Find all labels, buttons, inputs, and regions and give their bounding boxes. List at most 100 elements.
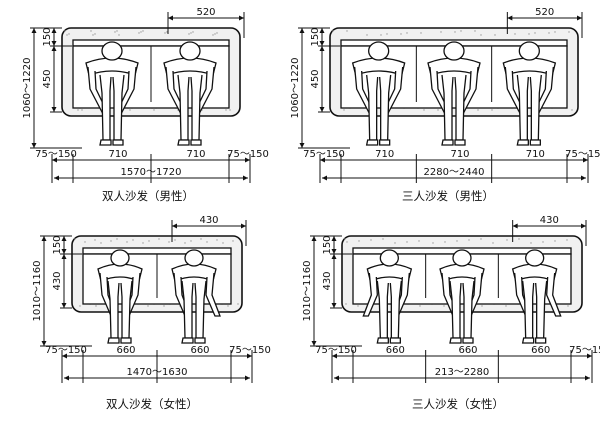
bottom-dim-label: 75～150 bbox=[229, 345, 271, 356]
right-foot bbox=[462, 337, 474, 344]
top-dim-label: 430 bbox=[199, 215, 218, 226]
head bbox=[452, 249, 472, 267]
left-foot bbox=[181, 337, 194, 344]
head bbox=[368, 41, 390, 61]
right-leg bbox=[535, 280, 548, 339]
left-leg bbox=[449, 280, 462, 339]
left-total-label: 1060～1220 bbox=[22, 58, 33, 119]
top-dimension: 520 bbox=[167, 7, 245, 38]
left-dim-label: 450 bbox=[310, 69, 321, 88]
left-dim-label: 150 bbox=[42, 27, 53, 46]
right-foot bbox=[120, 337, 132, 344]
left-leg bbox=[107, 280, 120, 339]
right-leg bbox=[389, 280, 402, 339]
right-foot bbox=[535, 337, 547, 344]
bottom-dim-label: 710 bbox=[186, 149, 205, 160]
left-arm bbox=[362, 272, 378, 317]
right-foot bbox=[190, 139, 202, 146]
bottom-dim-label: 710 bbox=[375, 149, 394, 160]
back-cushion bbox=[72, 39, 230, 47]
top-dimension: 520 bbox=[506, 7, 583, 38]
right-leg bbox=[194, 280, 207, 339]
left-foot bbox=[99, 139, 112, 146]
bottom-dim-label: 75～150 bbox=[565, 149, 600, 160]
back-cushion bbox=[82, 247, 232, 255]
left-dim-label: 150 bbox=[52, 235, 63, 254]
left-foot bbox=[521, 337, 535, 344]
left-dimensions: 150 430 1010～1160 bbox=[32, 235, 92, 347]
bottom-dimensions: 75～150 710 710 75～150 1570～1720 bbox=[35, 149, 269, 183]
bottom-total-label: 213～2280 bbox=[435, 367, 490, 378]
top-dim-label: 430 bbox=[540, 215, 559, 226]
top-dimension: 430 bbox=[171, 215, 247, 246]
panel-two-seat-female: 430 150 430 1010～1160 75～150 660 660 75～150 1470… bbox=[32, 215, 271, 411]
right-foot bbox=[112, 139, 124, 146]
male-figure bbox=[163, 41, 217, 146]
left-dim-label: 430 bbox=[52, 271, 63, 290]
right-foot bbox=[379, 139, 391, 146]
top-dimension: 430 bbox=[512, 215, 587, 246]
bottom-dim-label: 75～150 bbox=[35, 149, 77, 160]
left-foot bbox=[177, 139, 190, 146]
male-figure bbox=[85, 41, 139, 146]
bottom-total-label: 2280～2440 bbox=[424, 167, 485, 178]
bottom-dim-label: 75～150 bbox=[569, 345, 600, 356]
head bbox=[179, 41, 201, 61]
bottom-dim-label: 75～150 bbox=[45, 345, 87, 356]
left-leg bbox=[376, 280, 389, 339]
right-foot bbox=[454, 139, 466, 146]
left-dimensions: 150 450 1060～1220 bbox=[290, 27, 350, 149]
bottom-dim-label: 660 bbox=[458, 345, 477, 356]
top-dim-label: 520 bbox=[535, 7, 554, 18]
left-leg bbox=[181, 280, 194, 339]
head bbox=[101, 41, 123, 61]
left-total-label: 1010～1160 bbox=[32, 261, 43, 322]
left-dimensions: 150 450 1060～1220 bbox=[22, 27, 82, 149]
right-leg bbox=[462, 280, 475, 339]
panel-three-seat-male: 5201504501060～122075～15071071071075～1502… bbox=[290, 7, 600, 203]
female-figure bbox=[97, 249, 143, 344]
left-foot bbox=[449, 337, 462, 344]
bottom-dim-label: 660 bbox=[116, 345, 135, 356]
male-figure bbox=[502, 41, 557, 146]
bottom-total-label: 1470～1630 bbox=[127, 367, 188, 378]
left-dim-label: 150 bbox=[322, 235, 333, 254]
left-dim-label: 450 bbox=[42, 69, 53, 88]
left-foot bbox=[365, 139, 379, 146]
panel-caption: 三人沙发（女性） bbox=[412, 397, 504, 411]
right-foot bbox=[529, 139, 541, 146]
bottom-total-label: 1570～1720 bbox=[121, 167, 182, 178]
head bbox=[184, 249, 204, 267]
left-dim-label: 150 bbox=[310, 27, 321, 46]
female-figure bbox=[511, 249, 562, 344]
right-arm bbox=[546, 272, 562, 317]
panel-caption: 双人沙发（女性） bbox=[106, 397, 198, 411]
bottom-dim-label: 660 bbox=[190, 345, 209, 356]
right-arm bbox=[205, 272, 221, 317]
bottom-dim-label: 660 bbox=[531, 345, 550, 356]
left-foot bbox=[376, 337, 389, 344]
bottom-dim-label: 75～150 bbox=[227, 149, 269, 160]
female-figure bbox=[362, 249, 413, 344]
bottom-dimensions: 75～150 660 660 75～150 1470～1630 bbox=[45, 345, 271, 383]
male-figure bbox=[351, 41, 406, 146]
head bbox=[110, 249, 130, 267]
left-foot bbox=[107, 337, 120, 344]
left-foot bbox=[516, 139, 529, 146]
female-figure bbox=[171, 249, 221, 344]
head bbox=[525, 249, 545, 267]
left-total-label: 1010～1160 bbox=[302, 261, 313, 322]
panel-caption: 双人沙发（男性） bbox=[102, 189, 194, 203]
bottom-dim-label: 710 bbox=[108, 149, 127, 160]
bottom-dim-label: 710 bbox=[450, 149, 469, 160]
bottom-dim-label: 660 bbox=[386, 345, 405, 356]
left-total-label: 1060～1220 bbox=[290, 58, 301, 119]
left-leg bbox=[522, 280, 535, 339]
top-dim-label: 520 bbox=[196, 7, 215, 18]
head bbox=[379, 249, 399, 267]
right-foot bbox=[194, 337, 206, 344]
panel-caption: 三人沙发（男性） bbox=[402, 189, 494, 203]
head bbox=[518, 41, 540, 61]
